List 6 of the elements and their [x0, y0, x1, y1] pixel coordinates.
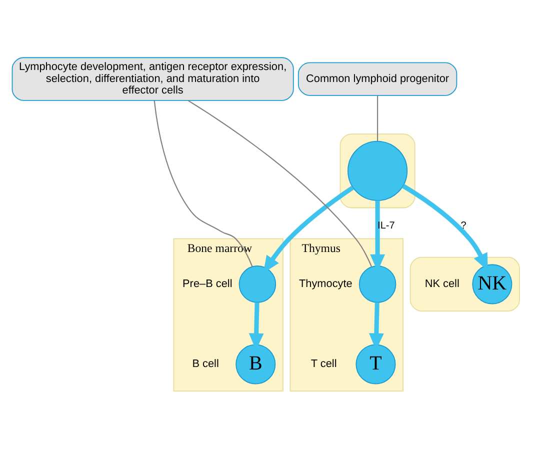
edge-label: ?: [460, 220, 466, 232]
node-label: T cell: [310, 358, 337, 370]
node-label: B cell: [192, 358, 219, 370]
node-label: Thymocyte: [299, 278, 352, 290]
node-label: NK cell: [424, 278, 460, 290]
node-label: Pre–B cell: [182, 278, 232, 290]
